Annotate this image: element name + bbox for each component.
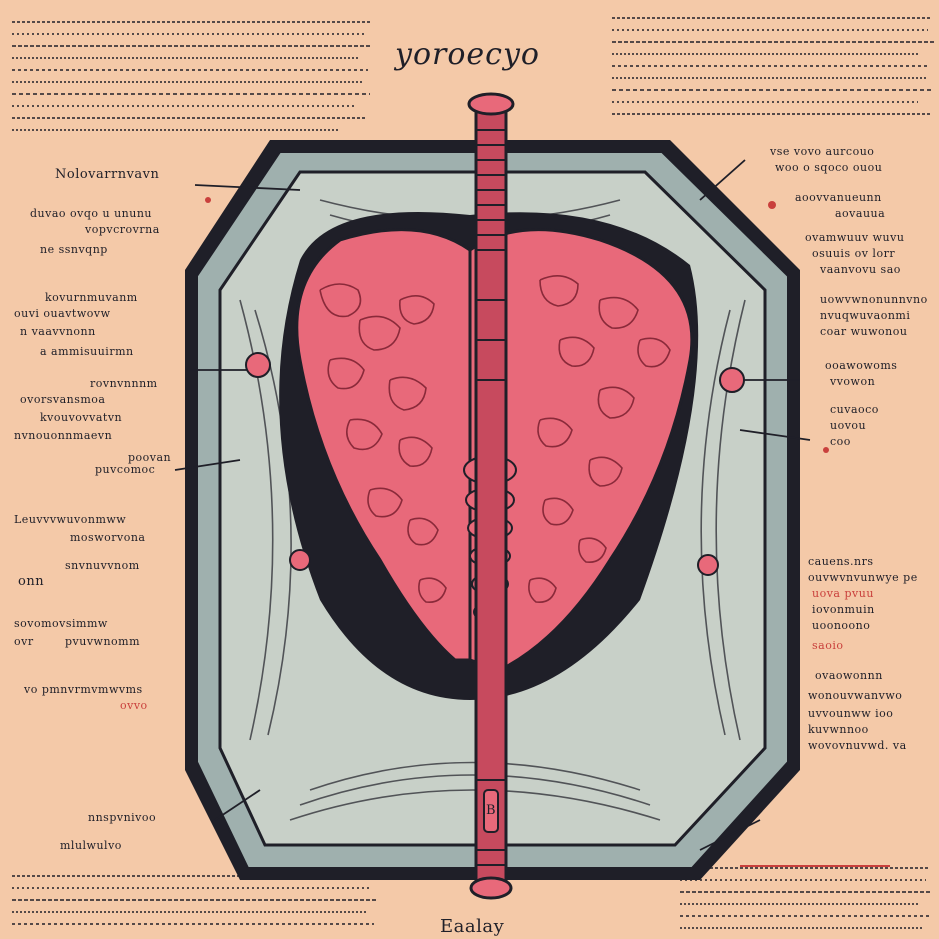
right-label-9: nvuqwuvaonmi — [820, 309, 911, 322]
right-label-6: osuuis ov lorr — [812, 247, 896, 260]
left-label-25: mlulwulvo — [60, 839, 122, 852]
scribble-block-bottom-right — [680, 867, 932, 929]
right-label-22: ovaowonnn — [815, 669, 883, 682]
scribble-block-bottom-left — [12, 875, 380, 925]
right-label-19: iovonmuin — [812, 603, 875, 616]
right-lobe — [468, 228, 694, 672]
right-label-5: ovamwuuv wuvu — [805, 231, 905, 244]
central-tube — [467, 92, 515, 900]
left-label-20: pvuvwnomm — [65, 635, 141, 648]
scribble-block-top-left — [12, 21, 372, 131]
left-label-16: mosworvona — [70, 531, 146, 544]
left-label-21: ovr — [14, 635, 34, 648]
left-label-17: onn — [18, 574, 45, 589]
left-label-8: a ammisuuirmn — [40, 345, 134, 358]
pointer-lines — [174, 159, 811, 851]
left-label-24: nnspvnivoo — [88, 811, 157, 824]
red-accent-marks — [205, 197, 890, 867]
left-label-3: vopvcrovrna — [85, 223, 160, 236]
left-label-6: ouvi ouavtwovw — [14, 307, 111, 320]
left-label-10: ovorsvansmoa — [20, 393, 106, 406]
right-label-13: cuvaoco — [830, 403, 879, 416]
left-label-22: vo pmnvrmvmwvms — [24, 683, 143, 696]
lobe-cell-texture — [319, 275, 671, 604]
right-label-20: uoonoono — [812, 619, 871, 632]
left-label-19: sovomovsimmw — [14, 617, 108, 630]
left-label-18: snvnuvvnom — [65, 559, 140, 572]
right-label-10: coar wuwonou — [820, 325, 908, 338]
illustration-title: yoroecyo — [395, 37, 540, 72]
side-valves — [245, 352, 745, 576]
left-label-23: ovvo — [120, 699, 148, 712]
left-label-15: Leuvvvwuvonmww — [14, 513, 127, 526]
right-label-25: kuvwnnoo — [808, 723, 869, 736]
right-label-23: wonouvwanvwo — [808, 689, 903, 702]
left-label-12: nvnouonnmaevn — [14, 429, 113, 442]
right-label-26: wovovnuvwd. va — [808, 739, 907, 752]
right-label-8: uowvwnonunnvno — [820, 293, 928, 306]
right-label-16: cauens.nrs — [808, 555, 874, 568]
right-label-14: uovou — [830, 419, 867, 432]
right-label-17: ouvwvnvunwye pe — [808, 571, 918, 584]
left-label-14: puvcomoc — [95, 463, 156, 476]
left-label-7: n vaavvnonn — [20, 325, 96, 338]
left-label-4: ne ssnvqnp — [40, 243, 108, 256]
left-label-1: Nolovarrnvavn — [55, 167, 160, 182]
right-label-4: aovauua — [835, 207, 886, 220]
tube-letter: B — [486, 803, 497, 818]
bottom-caption: Eaalay — [440, 916, 505, 937]
right-label-1: vse vovo aurcouo — [770, 145, 875, 158]
right-label-3: aoovvanueunn — [795, 191, 882, 204]
left-label-5: kovurnmuvanm — [45, 291, 138, 304]
left-label-13: poovan — [128, 451, 172, 464]
right-label-21: saoio — [812, 639, 844, 652]
left-label-2: duvao ovqo u ununu — [30, 207, 153, 220]
right-label-15: coo — [830, 435, 851, 448]
right-label-7: vaanvovu sao — [820, 263, 901, 276]
left-label-11: kvouvovvatvn — [40, 411, 123, 424]
right-label-24: uvvounww ioo — [808, 707, 894, 720]
right-label-2: woo o sqoco ouou — [775, 161, 883, 174]
left-label-9: rovnvnnnm — [90, 377, 158, 390]
right-label-18: uova pvuu — [812, 587, 874, 600]
scribble-block-top-right — [612, 17, 934, 115]
right-label-12: vvowon — [830, 375, 876, 388]
left-lobe — [295, 228, 472, 662]
right-label-11: ooawowoms — [825, 359, 898, 372]
